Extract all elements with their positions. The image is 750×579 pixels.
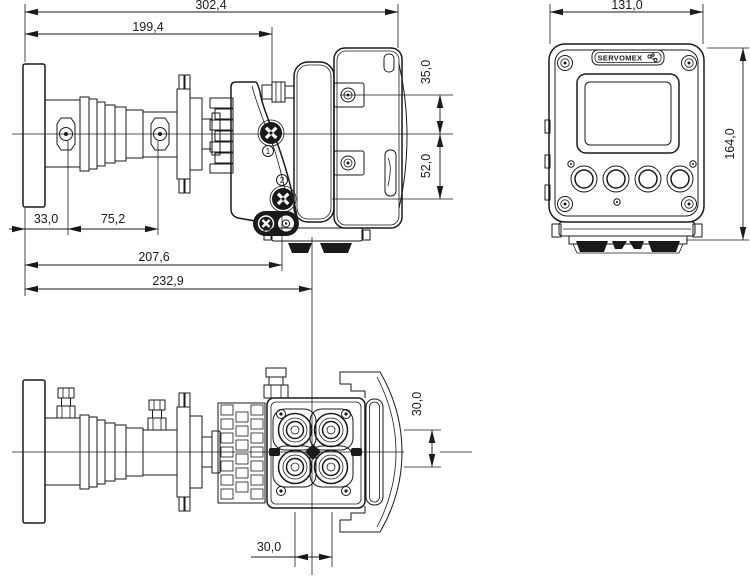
process-flange-bottom (22, 379, 46, 524)
side-view: 1 2 302,4 199,4 33,0 75,2 (9, 0, 453, 575)
led-indicator-right (689, 160, 697, 168)
button-3 (634, 165, 662, 193)
housing-slot-bottom (384, 149, 397, 197)
terminal-cover (293, 61, 335, 223)
bracket-screw-2 (269, 185, 297, 213)
molecule-icon (647, 53, 658, 63)
front-view: SERVOMEX (544, 0, 749, 254)
dim-label-tab-to-centerline: 35,0 (419, 60, 433, 84)
bracket-base-screws (253, 211, 299, 236)
display-screen (576, 73, 680, 154)
cable-gland-bottom (263, 367, 289, 399)
led-indicator-left (567, 160, 575, 168)
cable-gland-side (261, 81, 295, 103)
dim-flange-to-gland: 199,4 (24, 20, 273, 82)
dim-label-flange-to-gland: 199,4 (132, 20, 163, 34)
dim-label-flange-to-bracket-screw: 207,6 (138, 250, 169, 264)
display-dome-profile (398, 63, 408, 209)
callout-1: 1 (262, 145, 274, 157)
dim-flange-to-bracket-screw: 207,6 (24, 208, 283, 296)
dim-label-nut-spacing: 75,2 (101, 212, 125, 226)
probe-cylinder-bottom (142, 429, 178, 476)
callout-2-label: 2 (280, 176, 285, 185)
dim-tab-to-centerline: 35,0 (332, 60, 453, 200)
transmitter-housing-side (261, 47, 408, 253)
mounting-tab-lower (333, 150, 365, 176)
connector-ribs (209, 97, 234, 174)
dim-flange-to-first-nut: 33,0 (9, 141, 69, 235)
port-block-screws (276, 409, 351, 496)
dim-front-width: 131,0 (549, 0, 704, 44)
servomex-logo-text: SERVOMEX (598, 54, 643, 63)
dim-port-spacing-horizontal: 30,0 (251, 512, 333, 567)
base-clamp (263, 227, 371, 253)
port-block (263, 367, 366, 509)
hex-nut-1 (56, 117, 76, 151)
probe-mounting-plate-bottom (176, 392, 221, 512)
port-bottom-left (277, 449, 313, 485)
dim-label-port-spacing-vertical: 30,0 (410, 392, 424, 416)
dim-centerline-to-base: 52,0 (419, 133, 444, 200)
led-indicator-bottom (613, 198, 621, 206)
callout-2: 2 (276, 174, 288, 186)
probe-cone (79, 96, 144, 172)
housing-slot-top (383, 53, 395, 73)
process-flange (22, 63, 46, 208)
compression-fitting-2 (147, 399, 167, 431)
housing-body (333, 47, 403, 229)
housing-dome-bottom (339, 371, 403, 533)
dim-label-front-width: 131,0 (611, 0, 642, 12)
dim-label-front-height: 164,0 (723, 128, 737, 159)
dim-front-height: 164,0 (686, 47, 749, 241)
dim-label-flange-to-first-nut: 33,0 (34, 212, 58, 226)
dim-nut-spacing: 75,2 (67, 141, 159, 235)
button-4 (666, 165, 694, 193)
keypad (567, 160, 697, 206)
button-2 (602, 165, 630, 193)
dim-label-overall-length: 302,4 (195, 0, 226, 12)
hex-nut-2 (150, 117, 170, 151)
servomex-logo-badge: SERVOMEX (591, 49, 665, 66)
dim-label-centerline-to-base: 52,0 (419, 154, 433, 178)
button-1 (570, 165, 598, 193)
port-top-left (277, 412, 313, 448)
front-left-tabs (544, 119, 551, 201)
port-block-center (305, 444, 321, 460)
dim-flange-to-housing-center: 232,9 (24, 237, 313, 575)
probe-body (44, 74, 221, 194)
probe-mounting-plate (176, 74, 221, 194)
front-enclosure (548, 43, 705, 223)
dim-overall-length: 302,4 (24, 0, 399, 62)
port-top-right (313, 412, 349, 448)
bracket-screw-1 (257, 119, 285, 147)
port-bottom-right (313, 449, 349, 485)
callout-1-label: 1 (266, 147, 271, 156)
dim-label-flange-to-housing-center: 232,9 (152, 274, 183, 288)
dim-label-port-spacing-horizontal: 30,0 (257, 540, 281, 554)
probe-body-bottom (44, 387, 221, 512)
front-mounting-base (551, 221, 703, 254)
compression-fitting-1 (56, 387, 76, 419)
dim-port-spacing-vertical: 30,0 (404, 392, 441, 468)
bottom-view: 30,0 30,0 (12, 367, 472, 567)
probe-cone-bottom (79, 414, 144, 490)
mounting-bracket (230, 81, 299, 236)
knurled-ring (217, 402, 266, 504)
front-corner-screws (557, 55, 697, 212)
knurl-pattern (220, 404, 264, 500)
